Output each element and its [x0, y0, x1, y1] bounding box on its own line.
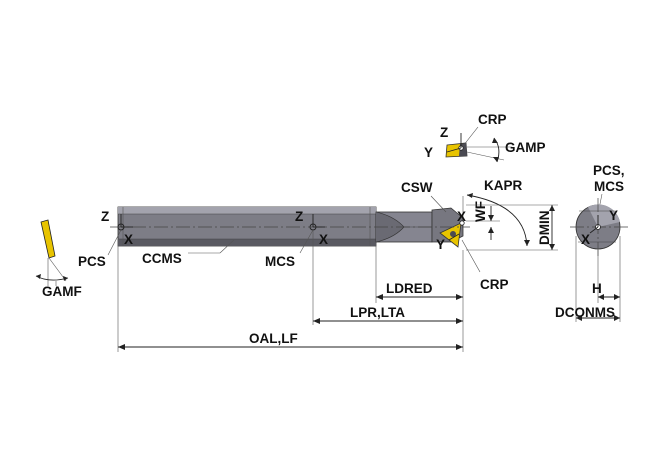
tip-y-label: Y	[436, 237, 445, 252]
csw-label: CSW	[401, 180, 433, 195]
gamp-label: GAMP	[505, 140, 546, 155]
kapr-angle-arc	[466, 194, 528, 247]
end-mcs-label: MCS	[594, 179, 624, 194]
oal-lf-label: OAL,LF	[249, 331, 298, 346]
gamf-insert-view: GAMF	[35, 219, 82, 299]
end-pcs-label: PCS,	[593, 163, 625, 178]
tip-annotations: CSW KAPR WF DMIN X Y CRP	[401, 178, 558, 292]
dconms-label: DCONMS	[555, 305, 615, 320]
kapr-label: KAPR	[484, 178, 523, 193]
lpr-lta-label: LPR,LTA	[350, 305, 405, 320]
h-label: H	[592, 281, 602, 296]
crp-tip-label: CRP	[480, 277, 509, 292]
length-dimensions: LDRED LPR,LTA OAL,LF	[117, 230, 464, 352]
pcs-z-label: Z	[101, 209, 109, 224]
dmin-label: DMIN	[537, 211, 552, 246]
ccms-annotation: CCMS	[142, 239, 235, 266]
pcs-x-label: X	[124, 232, 133, 247]
crp-tip-point-icon	[459, 220, 465, 226]
crp-top-z-label: Z	[440, 125, 448, 140]
end-view: PCS, MCS Y X H DCONMS	[555, 163, 628, 322]
wf-label: WF	[473, 201, 488, 222]
mcs-x-label: X	[319, 232, 328, 247]
end-x-label: X	[581, 232, 590, 247]
pcs-label: PCS	[78, 254, 106, 269]
end-y-label: Y	[609, 208, 618, 223]
tip-x-label: X	[457, 209, 466, 224]
mcs-z-label: Z	[295, 209, 303, 224]
ccms-label: CCMS	[142, 251, 182, 266]
ldred-label: LDRED	[386, 281, 433, 296]
crp-top-y-label: Y	[424, 145, 433, 160]
pcs-coordinate-system: Z X PCS	[78, 209, 133, 269]
mcs-label: MCS	[265, 254, 295, 269]
crp-top-label: CRP	[478, 112, 507, 127]
gamf-label: GAMF	[42, 284, 82, 299]
gamp-insert-view: Z Y CRP GAMP	[424, 112, 546, 163]
gamf-insert-shape	[40, 219, 56, 259]
tool-body	[110, 206, 470, 248]
